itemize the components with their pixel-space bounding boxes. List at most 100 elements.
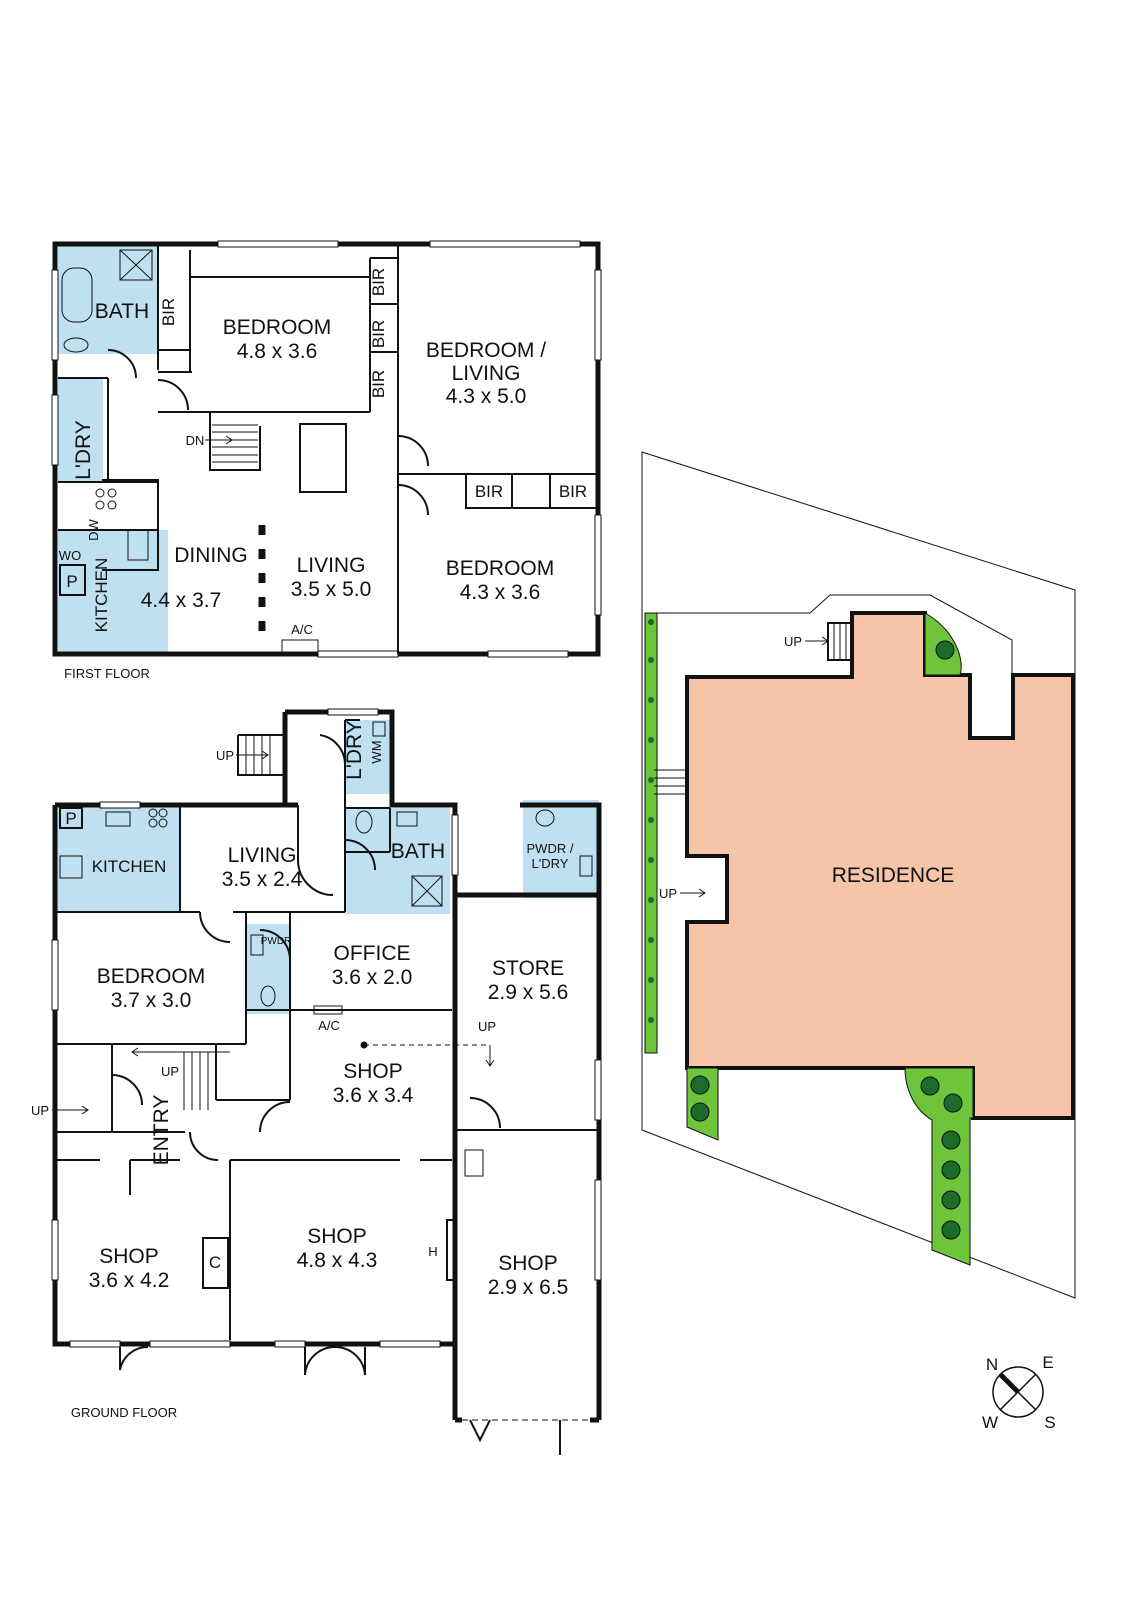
window [317,650,399,658]
window [69,1340,121,1348]
window [594,1179,602,1281]
window [487,650,569,658]
store-label: STORE [492,957,564,980]
door-swing [199,911,231,943]
window [51,394,59,466]
window [594,1059,602,1121]
shower [411,875,443,907]
tree-icon [943,1093,963,1113]
compass: N E W S [982,1353,1056,1432]
door-swing [319,734,347,766]
door-swing [189,1131,219,1161]
window [51,269,59,361]
cooktop-burner [148,808,158,818]
shop-size: 4.8 x 4.3 [297,1249,378,1272]
door-swing [469,1097,501,1129]
ground-floor-plan: UP L'DRY WM P KITCHEN LIVING 3.5 x 2.4 B… [31,708,602,1455]
hedge-dots [648,619,654,1023]
heater-box [464,1149,484,1177]
counter-label: C [209,1253,221,1272]
dn-arrow [205,435,233,445]
laundry-label: L'DRY [72,420,95,480]
first-floor-outer-wall [52,241,601,657]
office-label: OFFICE [334,942,411,965]
roller-door [469,1419,561,1455]
window [149,1340,231,1348]
bedroom-living-size: 4.3 x 5.0 [446,385,527,408]
residence-label: RESIDENCE [832,864,955,887]
tree-icon [941,1160,961,1180]
ground-pwdr-laundry-area [523,800,599,898]
bedroom-size: 3.7 x 3.0 [111,989,192,1012]
door-swing [259,1101,291,1133]
pantry-label: P [66,572,77,591]
washing-machine-label: WM [369,740,384,763]
top-stair [827,622,853,661]
shop-label: SHOP [99,1245,159,1268]
up-label: UP [659,886,677,901]
bir-label: BIR [559,482,587,501]
window [594,514,602,616]
interior-walls [57,912,452,1045]
basin [579,855,593,877]
counter [202,1237,229,1289]
basin [250,934,264,956]
bedroom-size: 4.8 x 3.6 [237,340,318,363]
compass-s: S [1044,1413,1055,1432]
window [217,240,339,248]
sink [105,811,131,827]
living-size: 3.5 x 5.0 [291,578,372,601]
cooktop-burner [95,500,105,510]
window [594,269,602,361]
toilet [535,809,555,827]
first-floor-kitchen-area [58,530,168,654]
cooktop-burner [148,818,158,828]
kitchen-bench [102,479,159,571]
stair-treads [212,424,258,463]
window [429,240,581,248]
shop-size: 2.9 x 6.5 [488,1276,569,1299]
cooktop-burner [158,818,168,828]
sink [127,529,149,561]
door-swing [344,839,376,871]
tree-icon [941,1190,961,1210]
kitchen-label: KITCHEN [92,558,111,633]
laundry-label: L'DRY [343,720,366,780]
shop-label: SHOP [498,1252,558,1275]
vanity [396,811,418,827]
ground-laundry-area [345,720,390,794]
living-label: LIVING [297,554,366,577]
bedroom-label: BEDROOM [97,965,206,988]
dn-label: DN [186,433,205,448]
shop-walls [57,1159,452,1340]
bir-walls [465,474,598,509]
h-label: H [428,1244,437,1259]
bir-label: BIR [369,268,388,296]
bath-label: BATH [391,840,445,863]
bedroom-size: 4.3 x 3.6 [460,581,541,604]
ac-unit [281,639,319,653]
pwdr-label: PWDR [261,936,292,947]
washer [372,721,386,737]
ac-unit [313,1005,343,1015]
bedroom-living-label-2: LIVING [452,362,521,385]
bathtub [61,267,93,323]
shower-drain [119,249,153,281]
up-label: UP [161,1064,179,1079]
kitchen-label: KITCHEN [92,857,167,876]
ac-label: A/C [318,1018,340,1033]
window [274,1340,306,1348]
window [51,939,59,1011]
cooktop-burner [95,488,105,498]
stair-walls [215,1010,291,1101]
dining-size: 4.4 x 3.7 [141,589,222,612]
up-label: UP [31,1103,49,1118]
up-label: UP [216,748,234,763]
store-outer-wall [452,895,599,1423]
pantry-label: P [65,809,76,828]
door-swing [397,435,429,467]
tree-icon [690,1102,710,1122]
pwdr-laundry-label: PWDR / [527,841,574,856]
stair-walls [209,412,347,493]
